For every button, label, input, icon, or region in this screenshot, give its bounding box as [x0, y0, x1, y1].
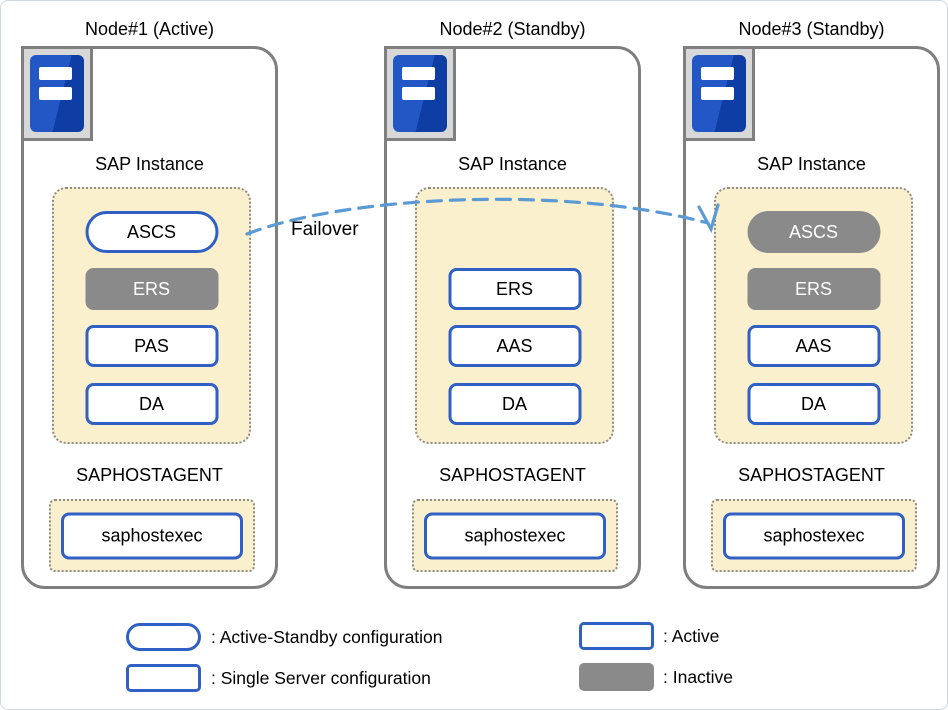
sap-instance-label: SAP Instance — [757, 154, 866, 174]
node-2: Node#2 (Standby) SAP Instance ERS AAS DA S… — [384, 13, 641, 589]
legend-label-inactive: : Inactive — [663, 667, 734, 687]
saphostagent-label: SAPHOSTAGENT — [76, 465, 223, 485]
node-title: Node#3 (Standby) — [738, 19, 885, 39]
sap-instance-label: SAP Instance — [95, 154, 204, 174]
instance-box-pas: PAS — [85, 325, 218, 367]
instance-box-ers: ERS — [85, 268, 218, 310]
server-icon — [384, 46, 456, 141]
node-title: Node#1 (Active) — [84, 19, 215, 39]
instance-box-da: DA — [448, 383, 581, 425]
saphostagent-label: SAPHOSTAGENT — [738, 465, 885, 485]
instance-box-da: DA — [85, 383, 218, 425]
server-icon-slot — [39, 87, 72, 100]
node-3: Node#3 (Standby) SAP Instance ASCS ERS AAS… — [683, 13, 940, 589]
instance-box-da: DA — [747, 383, 880, 425]
saphostagent-label: SAPHOSTAGENT — [439, 465, 586, 485]
server-icon — [21, 46, 93, 141]
server-icon-body — [692, 55, 746, 132]
legend-swatch-active — [579, 622, 654, 650]
instance-box-ascs: ASCS — [747, 211, 880, 253]
sap-instance-group: ASCS ERS PAS DA — [52, 187, 251, 444]
legend-swatch-inactive — [579, 663, 654, 691]
instance-box-ers: ERS — [448, 268, 581, 310]
server-icon-slot — [701, 67, 734, 80]
saphostexec-box: saphostexec — [61, 512, 243, 559]
legend-swatch-single-server — [126, 664, 201, 692]
sap-instance-label: SAP Instance — [458, 154, 567, 174]
legend-label-active-standby: : Active-Standby configuration — [211, 627, 443, 647]
node-title: Node#2 (Standby) — [439, 19, 586, 39]
server-icon-slot — [402, 87, 435, 100]
saphostagent-group: saphostexec — [49, 499, 255, 572]
instance-box-aas: AAS — [747, 325, 880, 367]
saphostagent-group: saphostexec — [711, 499, 917, 572]
node-box: SAP Instance ASCS ERS PAS DA SAPHOSTAGENT s… — [21, 46, 278, 589]
sap-instance-group: ASCS ERS AAS DA — [714, 187, 913, 444]
instance-box-ascs: ASCS — [85, 211, 218, 253]
node-box: SAP Instance ERS AAS DA SAPHOSTAGENT sapho… — [384, 46, 641, 589]
server-icon-body — [393, 55, 447, 132]
server-icon-body — [30, 55, 84, 132]
saphostagent-group: saphostexec — [412, 499, 618, 572]
server-icon — [683, 46, 755, 141]
node-box: SAP Instance ASCS ERS AAS DA SAPHOSTAGENT s… — [683, 46, 940, 589]
saphostexec-box: saphostexec — [723, 512, 905, 559]
saphostexec-box: saphostexec — [424, 512, 606, 559]
server-icon-slot — [701, 87, 734, 100]
instance-box-ers: ERS — [747, 268, 880, 310]
server-icon-slot — [39, 67, 72, 80]
sap-instance-group: ERS AAS DA — [415, 187, 614, 444]
failover-label: Failover — [291, 219, 359, 240]
server-icon-slot — [402, 67, 435, 80]
node-1: Node#1 (Active) SAP Instance ASCS ERS PAS D… — [21, 13, 278, 589]
instance-box-aas: AAS — [448, 325, 581, 367]
legend-label-single-server: : Single Server configuration — [211, 668, 431, 688]
legend-label-active: : Active — [663, 626, 720, 646]
legend-swatch-active-standby — [126, 623, 201, 651]
